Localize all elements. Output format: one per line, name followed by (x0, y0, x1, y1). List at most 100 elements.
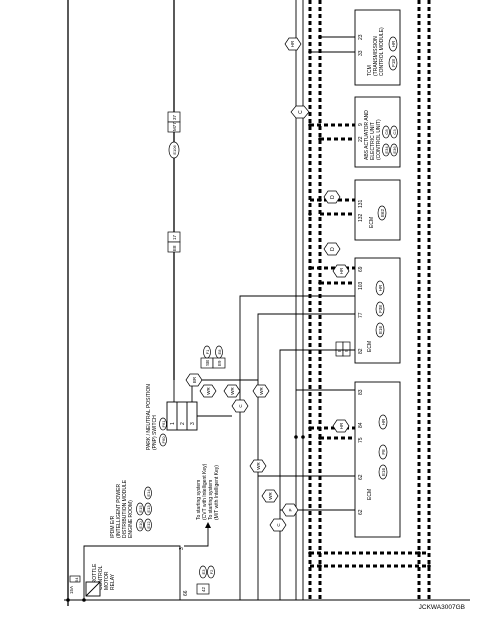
ecm-mid-conn-b: F38 (378, 305, 383, 313)
pnp-pin-2: 2 (180, 422, 186, 425)
ecm-top-pin-1: 131 (358, 199, 364, 208)
abs-label-1: ABS ACTUATOR AND (364, 110, 370, 160)
abs-label-3: (CONTROL UNIT) (376, 119, 382, 160)
conn-e2: E3 (201, 569, 206, 575)
ecm-bottom-connectors: HR (332, 419, 350, 433)
conn-37-left: 37 (172, 114, 177, 120)
tcm-conn-a: F18 (391, 59, 396, 67)
dashed-bus-lines (295, 0, 431, 600)
ecm-bottom-conn-a: E16 (381, 468, 386, 477)
ecm-mid-module: ECM E16 F38 HR 69 103 77 82 (308, 257, 401, 364)
pnp-conn-a: F60 (161, 436, 166, 444)
pnp-e8: E8 (217, 349, 222, 355)
ipdm-module: IPDM E/R (INTELLIGENT POWER DISTRIBUTION… (83, 479, 189, 600)
ecm-bottom-conn-c: HR (381, 418, 386, 425)
ecm-bottom-pin-3: 75 (358, 437, 364, 443)
relay-label-1: THROTTLE (92, 563, 98, 590)
ecm-bottom-hr: HR (339, 422, 344, 429)
tcm-pin-2: 33 (358, 50, 364, 56)
pnp-br: BR (192, 376, 197, 383)
ecm-mid-label: ECM (367, 341, 373, 352)
ecm-mid-pin-1: 69 (358, 266, 364, 272)
ecm-bottom-pin-5: 62 (358, 509, 364, 515)
ecm-mid-pin-4: 82 (358, 348, 364, 354)
tcm-label-1: TCM (367, 65, 373, 76)
relay-label-3: MOTOR (104, 571, 110, 590)
ipdm-conn-4: E14 (146, 489, 151, 497)
pnp-pin-3: 3 (190, 422, 196, 425)
pnp-conn-b: F61 (161, 420, 166, 428)
ipdm-pin-3: 3 (179, 547, 185, 550)
ecm-top-module: ECM E62 131 132 (308, 179, 401, 241)
spine-wr-3: WR (256, 462, 261, 470)
spine-wr-2: WR (259, 387, 264, 395)
tcm-conn-b: HR (391, 40, 396, 47)
conn-17: 17 (172, 234, 177, 240)
abs-label-2: ELECTRIC UNIT (370, 122, 376, 160)
spine-c-1: C (238, 404, 243, 408)
ref-1-line-1: To starting system (196, 480, 202, 520)
pnp-switch: 1 2 3 PARK / NEUTRAL POSITION (PNP) SWIT… (146, 345, 258, 450)
ecm-bottom-pin-4: 62 (358, 474, 364, 480)
pnp-label-2: (PNP) SWITCH (152, 415, 158, 450)
ipdm-label-2: (INTELLIGENT POWER (116, 484, 122, 538)
relay-label-4: RELAY (110, 573, 116, 590)
ecm-mid-connectors: HR D 8 9 (323, 242, 351, 357)
ipdm-conn-1: E10 (138, 521, 143, 529)
ipdm-label-3: DISTRIBUTION MODULE (122, 479, 128, 538)
starting-system-refs: To starting system (CVT with Intelligent… (184, 463, 220, 547)
relay-fuse: 15A (69, 586, 74, 594)
abs-conn-c: C8 (384, 129, 389, 135)
connector-d-mid-label: D (330, 247, 336, 251)
conn-m77: M77 (172, 122, 177, 131)
tcm-module: TCM (TRANSMISSION CONTROL MODULE) F18 HR… (354, 9, 401, 86)
relay-label-2: CONTROL (98, 565, 104, 590)
ipdm-conn-2: E12 (146, 521, 151, 529)
tcm-label-3: CONTROL MODULE) (379, 27, 385, 76)
tcm-label-2: (TRANSMISSION (373, 36, 379, 76)
ecm-mid-conn-a: E16 (378, 326, 383, 335)
ecm-bottom-module: ECM E16 F8 HR 83 84 75 62 62 (308, 381, 401, 538)
ipdm-conn-3: E13 (146, 505, 151, 513)
connector-c-top-label: C (298, 110, 304, 114)
connector-c-top: C (290, 105, 310, 119)
conn-42: 42 (201, 586, 206, 592)
ecm-bottom-conn-b: F8 (381, 449, 386, 455)
abs-module: ABS ACTUATOR AND ELECTRIC UNIT (CONTROL … (308, 96, 401, 168)
ipdm-pin-66: 66 (183, 590, 189, 596)
ecm-mid-pin-2: 103 (358, 281, 364, 290)
ecm-mid-conn-pin-8: 8 (337, 349, 342, 352)
ecm-mid-conn-pin-9: 9 (344, 349, 349, 352)
ipdm-label-4: ENGINE ROOM) (128, 500, 134, 538)
ecm-bottom-label: ECM (367, 489, 373, 500)
ecm-mid-wiring (239, 295, 355, 600)
frame-lines (64, 0, 470, 606)
abs-conn-b: E36 (392, 146, 397, 154)
spine-wr-4: WR (268, 492, 273, 500)
abs-pin-1: 9 (358, 123, 364, 126)
spine-p: P (288, 508, 293, 511)
diagram-code: JCKWA3007GB (418, 604, 465, 611)
ecm-mid-hr: HR (339, 267, 344, 274)
ecm-top-conn: E62 (380, 209, 385, 218)
spine-c-2: C (276, 523, 281, 527)
spine-wr-1: WR (230, 387, 235, 395)
ecm-top-pin-2: 132 (358, 213, 364, 222)
connector-d-top-label: D (330, 195, 336, 199)
ecm-top-label: ECM (369, 217, 375, 228)
abs-conn-d: C3 (392, 129, 397, 135)
ref-2-line-1: To starting system (208, 480, 214, 520)
tcm-hr-connector: HR (290, 40, 295, 47)
pnp-e9: E9 (217, 360, 222, 366)
spine-left-connectors: 37 M77 E106 17 E8 (167, 111, 181, 253)
ipdm-label-1: IPDM E/R (110, 515, 116, 538)
ecm-bottom-pin-1: 83 (358, 389, 364, 395)
pnp-sb: SB (205, 360, 210, 366)
ref-2-line-2: (M/T with Intelligent Key) (214, 465, 220, 520)
ref-1-line-2: (CVT with Intelligent Key) (202, 463, 208, 520)
relay-fuse-no: 54 (74, 577, 79, 582)
abs-conn-a: E34 (384, 146, 389, 154)
pnp-label-1: PARK / NEUTRAL POSITION (146, 384, 152, 450)
ecm-mid-pin-3: 77 (358, 312, 364, 318)
ecm-bottom-pin-2: 84 (358, 422, 364, 428)
